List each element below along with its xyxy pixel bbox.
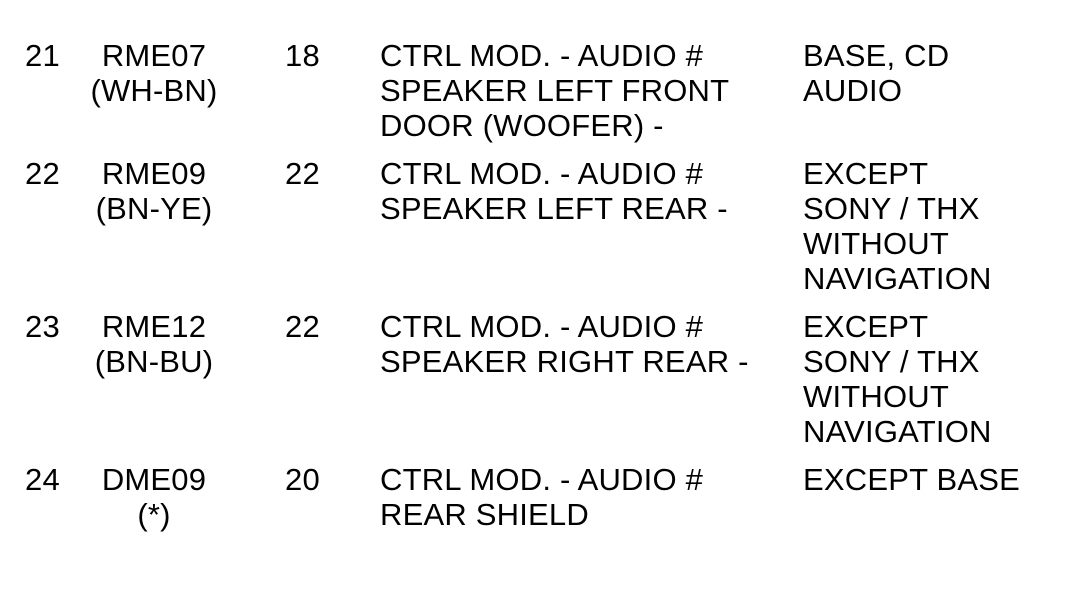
gauge-cell: 22 [285,156,320,191]
application-cell: BASE, CD AUDIO [803,38,950,108]
application-cell: EXCEPT SONY / THX WITHOUT NAVIGATION [803,156,992,296]
gauge-cell: 18 [285,38,320,73]
wiring-table: 21 RME07 (WH-BN) 18 CTRL MOD. - AUDIO # … [25,38,1078,532]
application-cell: EXCEPT BASE [803,462,1020,497]
table-row: 23 RME12 (BN-BU) 22 CTRL MOD. - AUDIO # … [25,309,1078,449]
table-row: 21 RME07 (WH-BN) 18 CTRL MOD. - AUDIO # … [25,38,1078,143]
description-cell: CTRL MOD. - AUDIO # SPEAKER LEFT FRONT D… [380,38,730,143]
circuit-cell: DME09 (*) [101,462,207,532]
pin-cell: 21 [25,38,60,73]
circuit-cell: RME07 (WH-BN) [90,38,218,108]
circuit-cell: RME09 (BN-YE) [95,156,213,226]
table-row: 22 RME09 (BN-YE) 22 CTRL MOD. - AUDIO # … [25,156,1078,296]
circuit-cell: RME12 (BN-BU) [94,309,214,379]
pin-cell: 22 [25,156,60,191]
description-cell: CTRL MOD. - AUDIO # REAR SHIELD [380,462,704,532]
description-cell: CTRL MOD. - AUDIO # SPEAKER LEFT REAR - [380,156,728,226]
pin-cell: 23 [25,309,60,344]
gauge-cell: 22 [285,309,320,344]
application-cell: EXCEPT SONY / THX WITHOUT NAVIGATION [803,309,992,449]
pin-cell: 24 [25,462,60,497]
gauge-cell: 20 [285,462,320,497]
description-cell: CTRL MOD. - AUDIO # SPEAKER RIGHT REAR - [380,309,749,379]
table-row: 24 DME09 (*) 20 CTRL MOD. - AUDIO # REAR… [25,462,1078,532]
